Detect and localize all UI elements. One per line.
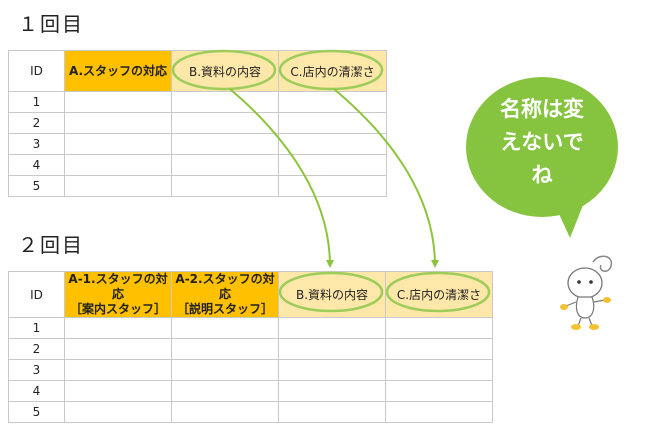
- table1-header-id: ID: [8, 50, 65, 92]
- row-id: 5: [8, 175, 65, 197]
- bubble-line-3: ね: [531, 163, 553, 187]
- mascot-character-icon: [560, 255, 613, 330]
- section1-title: １回目: [18, 12, 84, 36]
- arrow-right-curve-icon: [229, 88, 334, 268]
- highlight-ellipse-t1-b: [171, 49, 277, 91]
- table2-header-a1: A-1.スタッフの対応 ［案内スタッフ］: [64, 271, 172, 318]
- table2-header-id: ID: [8, 271, 65, 318]
- section2-title: ２回目: [18, 233, 84, 257]
- table-cell: [385, 401, 493, 423]
- arrow-right-curve-icon: [333, 88, 439, 268]
- speech-bubble-icon: [466, 77, 618, 238]
- table-cell: [278, 175, 387, 197]
- table-row: 5: [8, 175, 387, 197]
- bubble-line-1: 名称は変: [500, 97, 584, 121]
- table-row: 5: [8, 401, 493, 423]
- highlight-ellipse-t1-c: [278, 49, 384, 91]
- table2-header-a2: A-2.スタッフの対応 ［説明スタッフ］: [171, 271, 279, 318]
- table-row: 3: [8, 133, 387, 155]
- table-row: 4: [8, 154, 387, 176]
- table-row: 2: [8, 112, 387, 134]
- table-row: 1: [8, 317, 493, 339]
- bubble-line-2: えないで: [500, 130, 584, 154]
- table-row: 3: [8, 359, 493, 381]
- speech-bubble-text: 名称は変 えないで ね: [483, 93, 601, 192]
- highlight-ellipse-t2-b: [278, 271, 384, 313]
- table-row: 1: [8, 91, 387, 113]
- highlight-ellipse-t2-c: [385, 271, 491, 313]
